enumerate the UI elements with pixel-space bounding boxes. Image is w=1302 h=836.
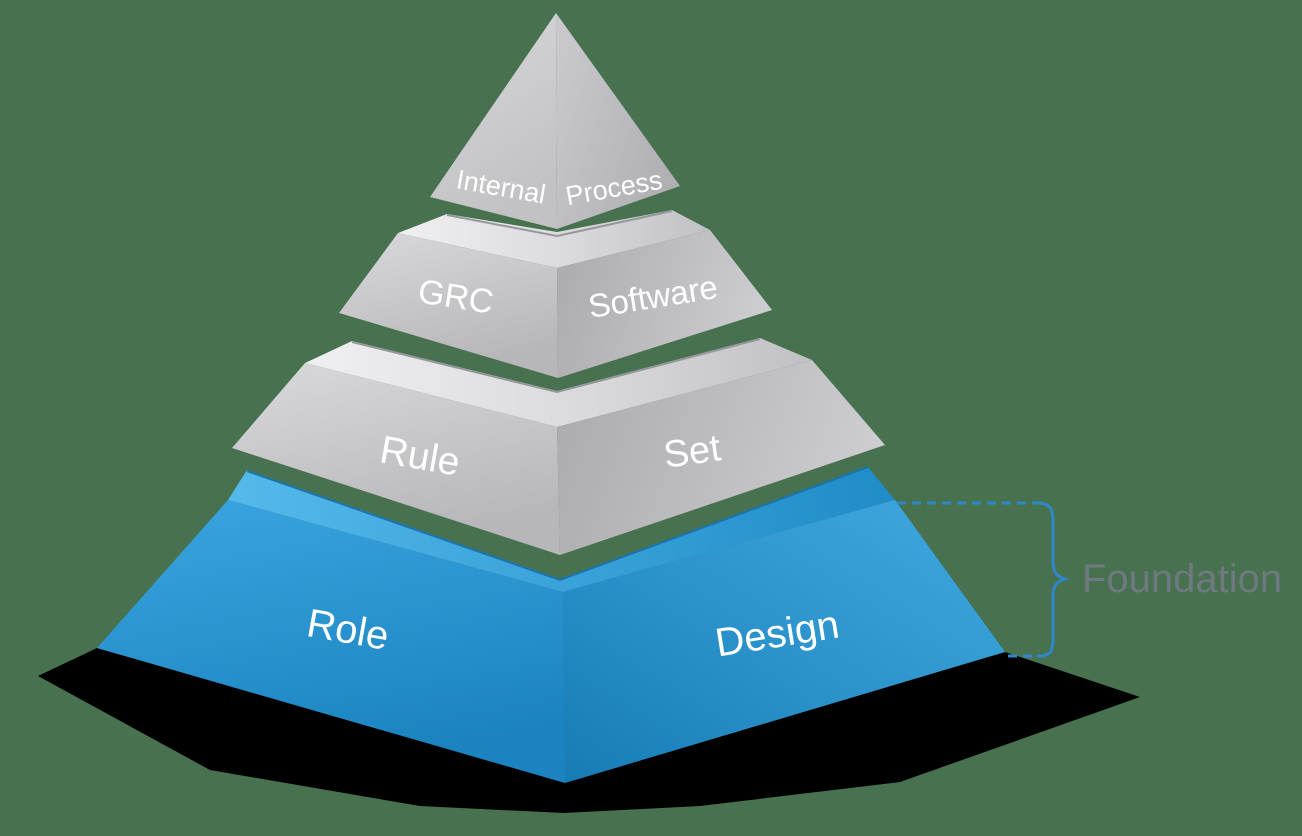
- level-4-inner-edge: [246, 466, 869, 582]
- level-4-foundation-layer: [97, 466, 1005, 783]
- level-2-right-face: [557, 230, 772, 378]
- foundation-callout: Foundation: [897, 501, 1282, 658]
- level-3-inner-edge: [351, 338, 761, 394]
- level-3-left-face: [232, 363, 560, 555]
- pyramid-shadow: [38, 648, 1140, 813]
- level-1-top-pyramid: [430, 13, 680, 229]
- level-3-layer: [232, 338, 885, 555]
- level-4-top-face: [228, 467, 895, 592]
- callout-brace: [1036, 501, 1070, 658]
- level-2-top-face: [398, 210, 710, 268]
- label-set: Set: [661, 427, 724, 477]
- foundation-label: Foundation: [1082, 557, 1282, 601]
- level-3-top-face: [305, 338, 812, 427]
- level-2-layer: [339, 210, 772, 378]
- level-3-right-face: [557, 360, 885, 555]
- level-4-right-face: [563, 500, 1005, 783]
- level-1-right-face: [556, 13, 680, 229]
- level-1-left-face: [430, 13, 557, 229]
- level-4-left-face: [97, 500, 565, 783]
- level-2-inner-edge: [446, 210, 673, 238]
- level-2-left-face: [339, 233, 558, 378]
